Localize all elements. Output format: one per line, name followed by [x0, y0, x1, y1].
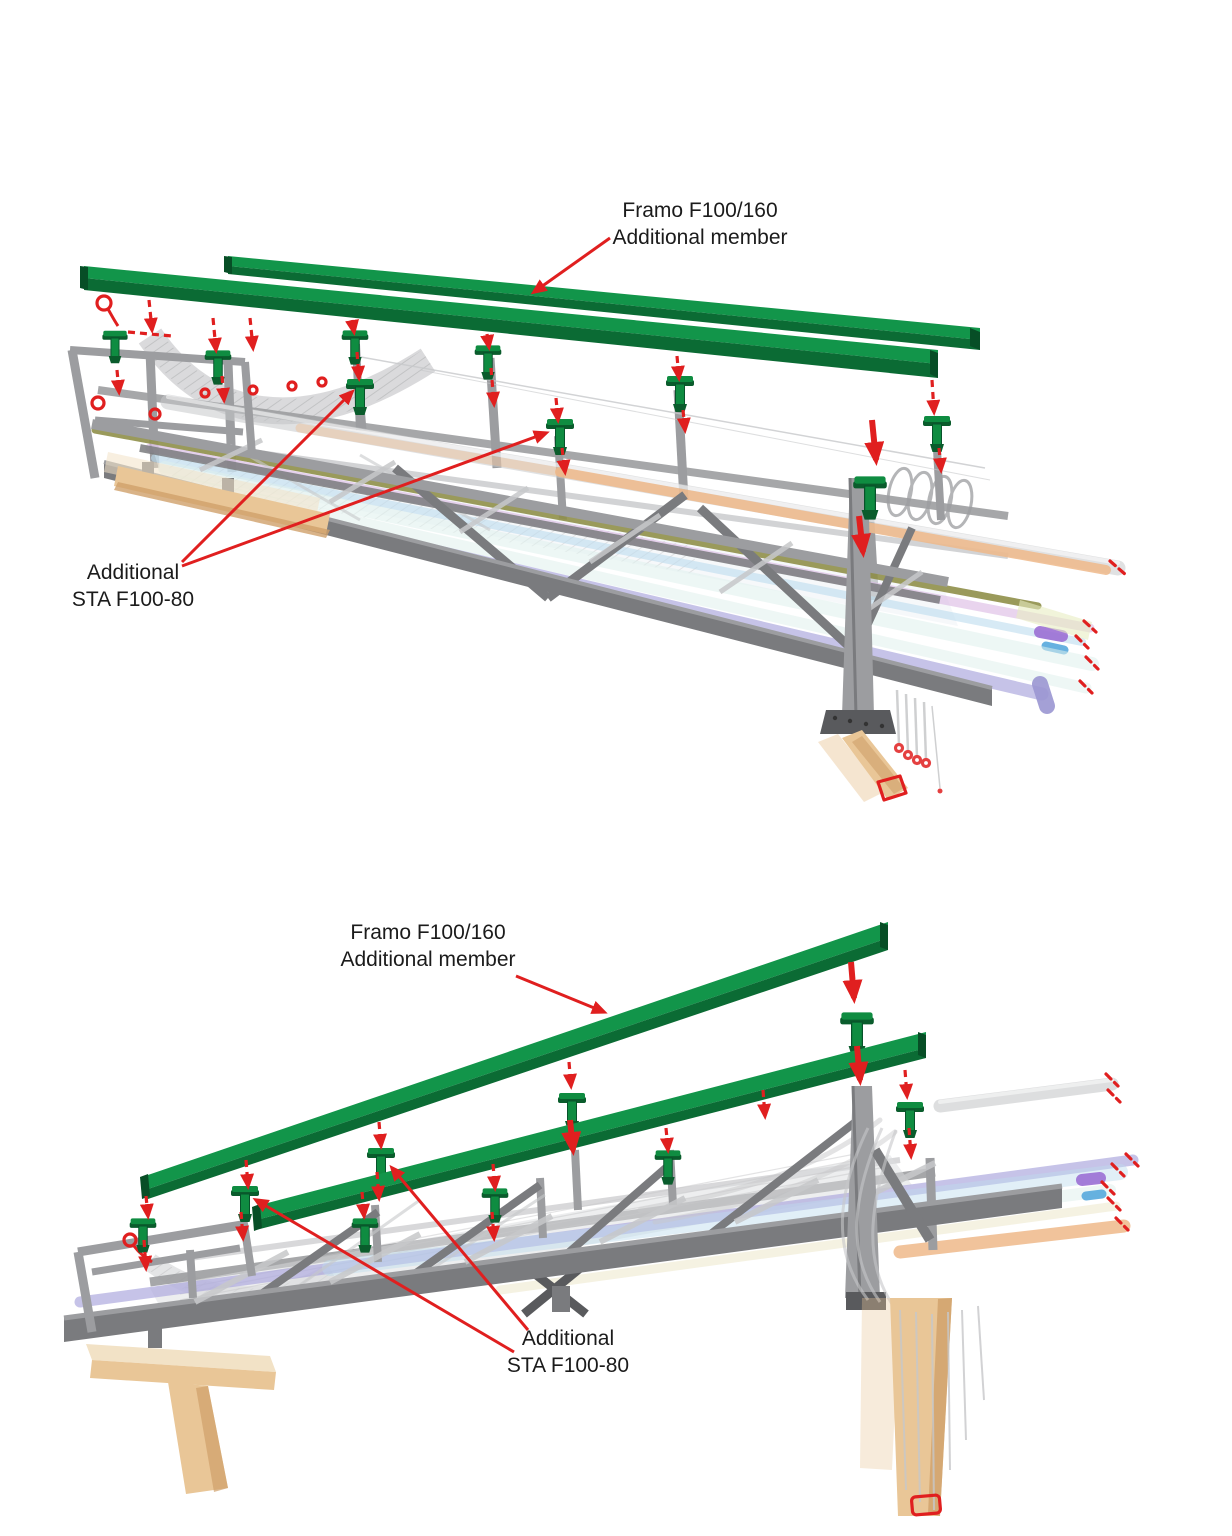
framo-member-front	[252, 1032, 926, 1231]
label-line: STA F100-80	[506, 1353, 630, 1377]
install-arrows	[110, 299, 947, 558]
label-line: Additional	[86, 561, 180, 584]
label-line: STA F100-80	[71, 587, 195, 611]
main-chord-bottom	[63, 1183, 1063, 1342]
label-framo-member-bottom: Framo F100/160 Additional member	[298, 920, 558, 974]
sta-clamp	[665, 375, 695, 413]
timber-supports-left	[86, 1344, 276, 1494]
sta-clamp	[101, 330, 129, 364]
label-line: Framo F100/160	[350, 921, 506, 944]
framo-members	[140, 922, 926, 1231]
install-arrows	[138, 961, 918, 1272]
drop-rods	[899, 1305, 985, 1511]
coiled-tubes	[886, 466, 974, 530]
label-line: Additional member	[340, 947, 516, 971]
cable-curls	[841, 1127, 898, 1305]
callout-arrows	[252, 974, 608, 1354]
right-column-support	[818, 477, 943, 802]
drop-rods	[893, 689, 943, 794]
sta-clamp	[341, 329, 369, 366]
label-sta-clamp-top: Additional STA F100-80	[38, 560, 228, 614]
sta-clamp	[922, 415, 952, 453]
framo-members	[80, 256, 980, 378]
label-sta-clamp-bottom: Additional STA F100-80	[448, 1326, 688, 1380]
label-line: Additional	[521, 1327, 615, 1350]
sta-clamp	[474, 344, 502, 381]
timber-supports-left	[104, 452, 330, 538]
label-line: Framo F100/160	[622, 199, 778, 222]
bottom-view	[63, 922, 1140, 1517]
right-column-support	[841, 1085, 985, 1517]
sta-clamp	[654, 1149, 682, 1186]
framo-member-rear	[140, 922, 888, 1200]
top-view	[67, 236, 1128, 802]
framo-member-front	[80, 266, 938, 378]
callout-arrows	[180, 236, 611, 568]
label-line: Additional member	[612, 225, 788, 249]
framo-member-rear	[224, 256, 980, 350]
label-framo-member-top: Framo F100/160 Additional member	[555, 198, 845, 252]
